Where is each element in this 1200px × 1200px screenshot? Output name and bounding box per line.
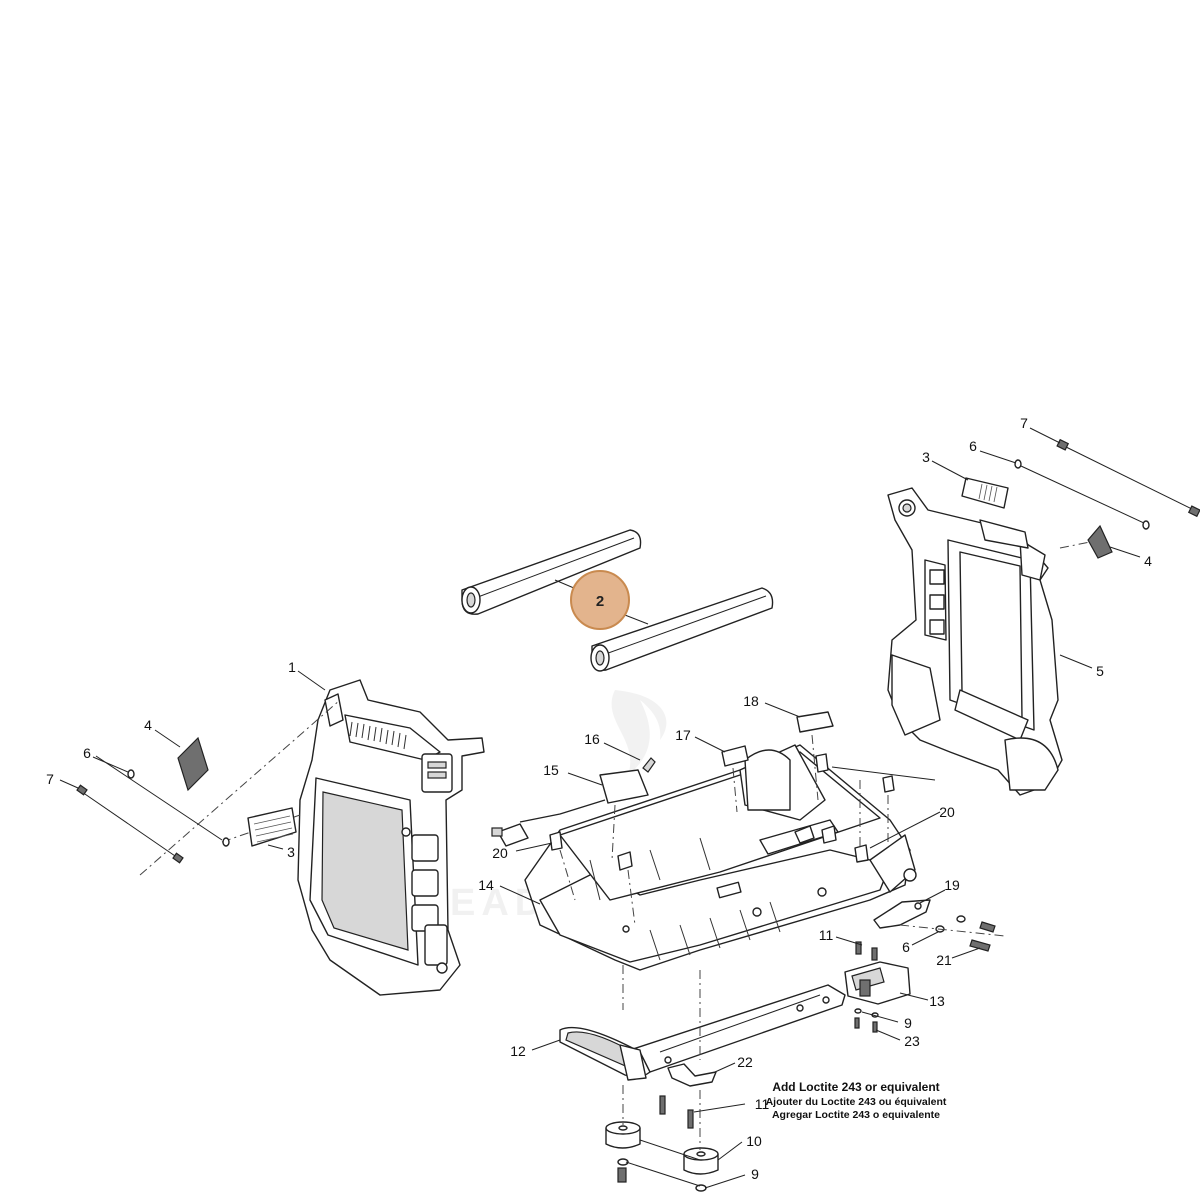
- left-hardware-group: [76, 699, 341, 876]
- callout-20-left[interactable]: 20: [492, 845, 508, 861]
- part-1-left-frame: [297, 679, 485, 996]
- callout-22[interactable]: 22: [737, 1054, 753, 1070]
- callout-16[interactable]: 16: [584, 731, 600, 747]
- part-5-right-frame: [887, 487, 1063, 796]
- callout-20-right[interactable]: 20: [939, 804, 955, 820]
- highlight-circle: [570, 570, 630, 630]
- callout-14[interactable]: 14: [478, 877, 494, 893]
- note-spanish: Agregar Loctite 243 o equivalente: [772, 1109, 940, 1121]
- base-feet: [605, 1095, 719, 1192]
- callout-18[interactable]: 18: [743, 693, 759, 709]
- dashed-guides: [559, 734, 889, 1150]
- part-19-clamp: [873, 899, 931, 929]
- tray-small-parts: [491, 711, 895, 871]
- callout-3-right[interactable]: 3: [922, 449, 930, 465]
- part-22-bracket: [667, 1063, 717, 1087]
- callout-4-left[interactable]: 4: [144, 717, 152, 733]
- callout-labels: 1 4 6 7 3 7 6 3 4 5 18 17 16 15 20 20 14…: [46, 415, 1152, 1182]
- callout-6-right[interactable]: 6: [969, 438, 977, 454]
- callout-7-right[interactable]: 7: [1020, 415, 1028, 431]
- right-hardware-group: [961, 438, 1200, 559]
- note-french: Ajouter du Loctite 243 ou équivalent: [766, 1096, 947, 1108]
- part-14-base-tray: [524, 744, 917, 971]
- callout-12[interactable]: 12: [510, 1043, 526, 1059]
- note-english: Add Loctite 243 or equivalent: [772, 1080, 939, 1094]
- callout-5[interactable]: 5: [1096, 663, 1104, 679]
- base-hardware: [854, 915, 1006, 1033]
- callout-4-right[interactable]: 4: [1144, 553, 1152, 569]
- part-13-bracket: [844, 961, 911, 1005]
- callout-17[interactable]: 17: [675, 727, 691, 743]
- callout-21[interactable]: 21: [936, 952, 952, 968]
- callout-9-bottom[interactable]: 9: [751, 1166, 759, 1182]
- callout-19[interactable]: 19: [944, 877, 960, 893]
- callout-13[interactable]: 13: [929, 993, 945, 1009]
- leader-lines: [59, 427, 1141, 1189]
- callout-15[interactable]: 15: [543, 762, 559, 778]
- part-12-rail: [559, 984, 846, 1081]
- callout-23[interactable]: 23: [904, 1033, 920, 1049]
- callout-11-lower[interactable]: 11: [755, 1096, 770, 1112]
- callout-6-base[interactable]: 6: [902, 939, 910, 955]
- loctite-note: Add Loctite 243 or equivalent Ajouter du…: [766, 1080, 947, 1121]
- callout-6-left[interactable]: 6: [83, 745, 91, 761]
- callout-11-upper[interactable]: 11: [819, 927, 834, 943]
- callout-3-left[interactable]: 3: [287, 844, 295, 860]
- callout-2-highlighted[interactable]: 2: [554, 570, 649, 630]
- callout-label: 2: [596, 593, 604, 610]
- callout-9-right[interactable]: 9: [904, 1015, 912, 1031]
- callout-7-left[interactable]: 7: [46, 771, 54, 787]
- callout-1[interactable]: 1: [288, 659, 296, 675]
- callout-10[interactable]: 10: [746, 1133, 762, 1149]
- part-2-handle-bars: [461, 529, 774, 672]
